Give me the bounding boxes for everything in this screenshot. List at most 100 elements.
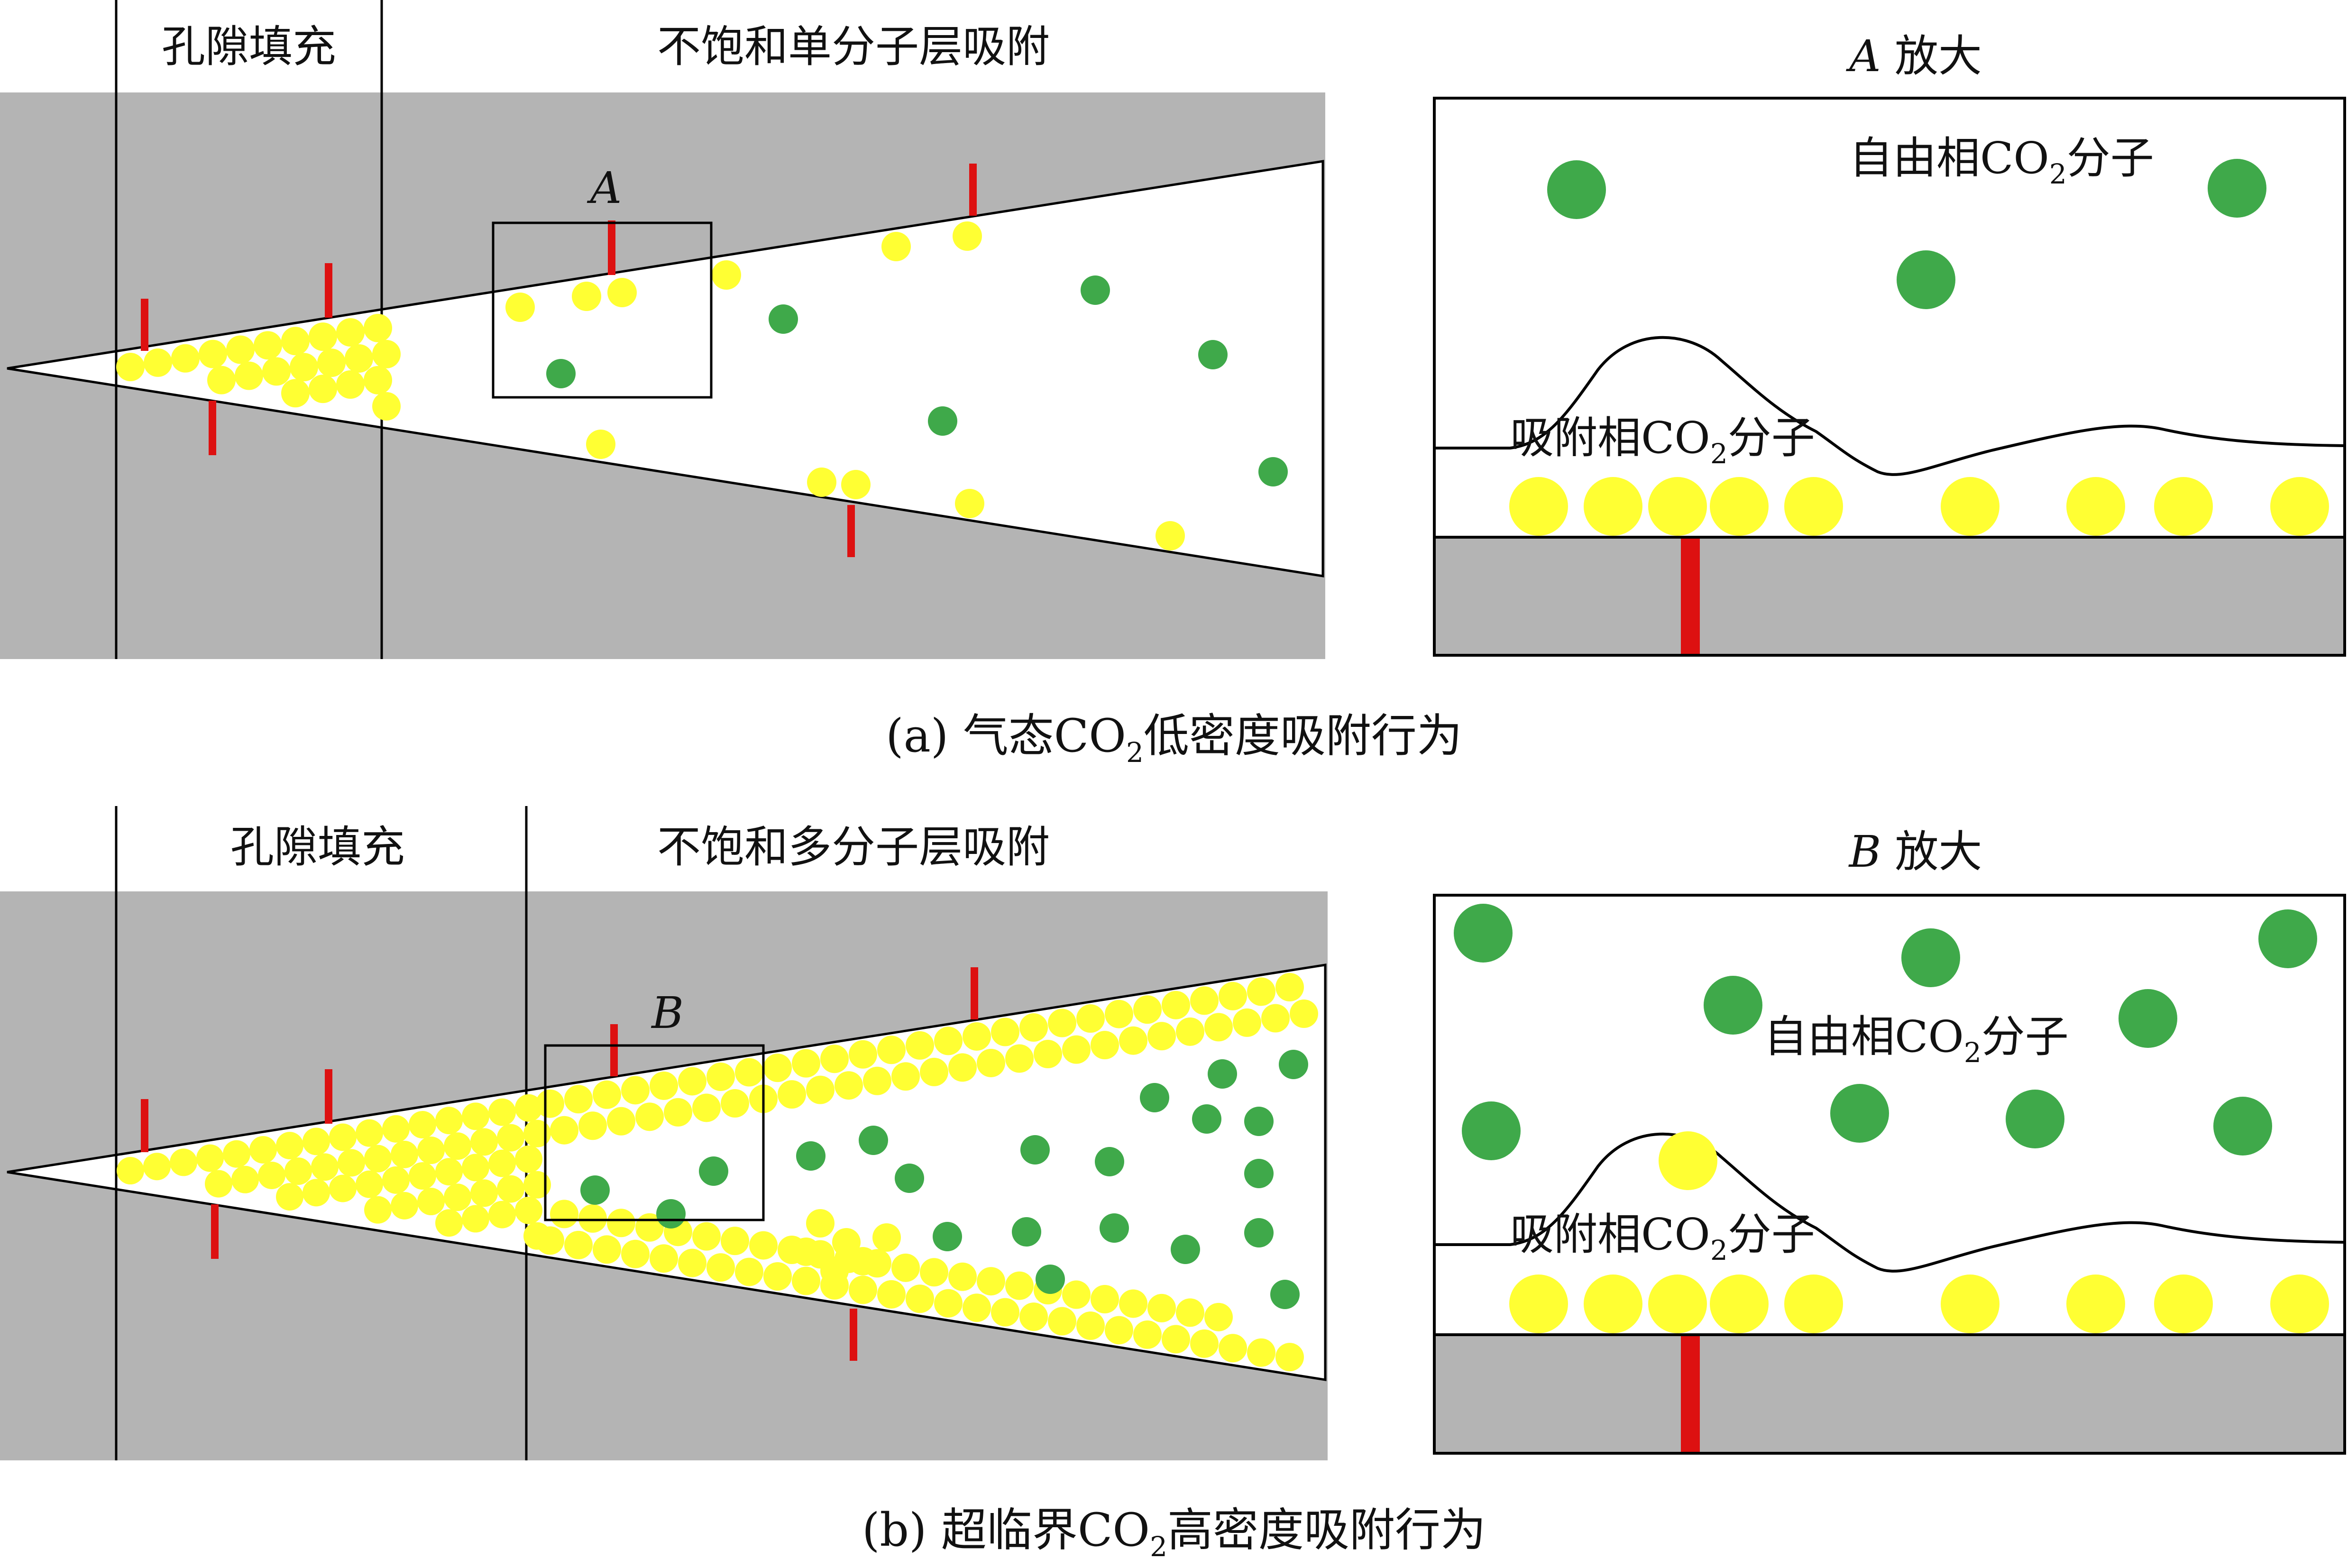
adsorbed-co2-molecule [906, 1284, 934, 1313]
adsorbed-co2-molecule [977, 1048, 1005, 1077]
free-co2-molecule [1140, 1083, 1169, 1112]
adsorbed-co2-molecule [262, 357, 291, 386]
adsorbed-co2-molecule [920, 1258, 948, 1287]
adsorbed-co2-molecule [488, 1149, 516, 1177]
free-co2-molecule [1192, 1104, 1221, 1134]
adsorbed-co2-molecule [276, 1132, 303, 1160]
adsorbed-co2-molecule [345, 344, 373, 373]
adsorbed-co2-molecule [2066, 1275, 2125, 1333]
adsorbed-co2-molecule [763, 1054, 792, 1082]
adsorbed-co2-molecule [1233, 1008, 1261, 1037]
adsorbed-co2-molecule [1784, 477, 1843, 536]
adsorbed-co2-molecule [462, 1205, 489, 1233]
free-co2-molecule [699, 1156, 728, 1186]
adsorbed-co2-molecule [692, 1093, 721, 1122]
adsorbed-co2-molecule [409, 1111, 436, 1139]
adsorbed-co2-molecule [444, 1132, 471, 1160]
adsorbed-co2-molecule [906, 1031, 934, 1060]
adsorbed-co2-molecule [2154, 477, 2213, 536]
adsorbed-co2-molecule [1133, 995, 1162, 1024]
adsorbed-co2-molecule [336, 370, 365, 399]
adsorbed-co2-molecule [877, 1280, 906, 1309]
adsorbed-co2-molecule [309, 322, 337, 351]
adsorbed-co2-molecule [417, 1188, 445, 1216]
adsorbed-co2-molecule [1119, 1026, 1147, 1055]
panel-a-zoom-adsorbed-molecules [1509, 477, 2329, 536]
free-co2-molecule [1081, 275, 1110, 305]
panel-b-zoom-adsorbed-molecules [1509, 1131, 2329, 1333]
panel-b-magnify-box-label: B [651, 988, 684, 1038]
adsorbed-co2-molecule [536, 1226, 564, 1255]
panel-b-pore-free-molecules [580, 1050, 1308, 1309]
free-co2-molecule [1095, 1147, 1124, 1176]
adsorbed-co2-molecule [749, 1231, 778, 1260]
adsorbed-co2-molecule [807, 468, 836, 497]
adsorbed-co2-molecule [382, 1115, 410, 1143]
adsorbed-co2-molecule [621, 1239, 650, 1268]
adsorbed-co2-molecule [409, 1162, 436, 1190]
adsorbed-co2-molecule [364, 313, 392, 342]
free-co2-molecule [1454, 904, 1513, 963]
adsorbed-co2-molecule [872, 1223, 901, 1252]
adsorbed-co2-molecule [692, 1222, 721, 1251]
adsorbed-co2-molecule [735, 1257, 763, 1286]
adsorbed-co2-molecule [254, 331, 282, 360]
adsorbed-co2-molecule [1147, 1293, 1176, 1322]
free-co2-molecule [2258, 909, 2317, 968]
adsorbed-co2-molecule [1019, 1302, 1048, 1331]
adsorbed-co2-molecule [955, 489, 984, 518]
adsorbed-co2-molecule [991, 1018, 1019, 1046]
adsorbed-co2-molecule [435, 1107, 463, 1135]
adsorbed-co2-molecule [364, 1196, 392, 1224]
adsorbed-co2-molecule [1219, 1334, 1247, 1363]
adsorbed-co2-molecule [515, 1145, 542, 1173]
adsorbed-co2-molecule [550, 1116, 578, 1145]
adsorbed-co2-molecule [550, 1200, 578, 1229]
adsorbed-co2-molecule [1261, 1004, 1290, 1033]
adsorbed-co2-molecule [143, 1153, 171, 1181]
adsorbed-co2-molecule [1275, 973, 1304, 1002]
adsorbed-co2-molecule [1190, 1329, 1219, 1358]
adsorbed-co2-molecule [792, 1049, 820, 1078]
panel-b-pore-adsorbed-molecules [117, 973, 1318, 1372]
adsorbed-co2-molecule [578, 1111, 607, 1140]
panel-b-zone-label-pore-filling: 孔隙填充 [230, 822, 405, 872]
adsorbed-co2-molecule [863, 1066, 891, 1095]
adsorbed-co2-molecule [578, 1204, 607, 1233]
adsorbed-co2-molecule [948, 1053, 977, 1082]
adsorbed-co2-molecule [1584, 1275, 1642, 1333]
panel-b-free-phase-label: 自由相CO2分子 [1764, 1011, 2069, 1069]
adsorbed-co2-molecule [1156, 521, 1185, 550]
free-co2-molecule [859, 1126, 888, 1155]
adsorbed-co2-molecule [281, 327, 310, 356]
free-co2-molecule [928, 406, 957, 436]
free-co2-molecule [1279, 1050, 1308, 1079]
adsorbed-co2-molecule [1648, 477, 1707, 536]
adsorbed-co2-molecule [356, 1119, 383, 1147]
adsorbed-co2-molecule [309, 375, 337, 403]
adsorbed-co2-molecule [1005, 1044, 1034, 1073]
panel-a-adsorbed-phase-label: 吸附相CO2分子 [1510, 413, 1815, 470]
adsorbed-co2-molecule [832, 1228, 861, 1256]
panel-a-zoom-rock [1433, 536, 2346, 657]
panel-b-potential-curve [1434, 1132, 2345, 1273]
panel-a-free-phase-label: 自由相CO2分子 [1849, 133, 2154, 190]
adsorbed-co2-molecule [523, 1119, 551, 1147]
panel-a-zone-label-pore-filling: 孔隙填充 [162, 21, 336, 72]
adsorbed-co2-molecule [382, 1166, 410, 1194]
adsorbed-co2-molecule [207, 366, 236, 394]
adsorbed-co2-molecule [205, 1170, 232, 1198]
adsorbed-co2-molecule [664, 1098, 692, 1127]
adsorbed-co2-molecule [650, 1244, 678, 1273]
adsorbed-co2-molecule [792, 1238, 820, 1266]
adsorbed-co2-molecule [488, 1098, 516, 1126]
free-co2-molecule [1830, 1084, 1889, 1143]
adsorbed-co2-molecule [1076, 1004, 1105, 1033]
free-co2-molecule [1100, 1213, 1129, 1243]
adsorbed-co2-molecule [635, 1102, 664, 1131]
adsorbed-co2-molecule [1019, 1013, 1048, 1042]
adsorbed-co2-molecule [462, 1154, 489, 1182]
panel-a-zone-label-monolayer: 不饱和单分子层吸附 [657, 21, 1050, 72]
adsorbed-co2-molecule [593, 1080, 621, 1109]
